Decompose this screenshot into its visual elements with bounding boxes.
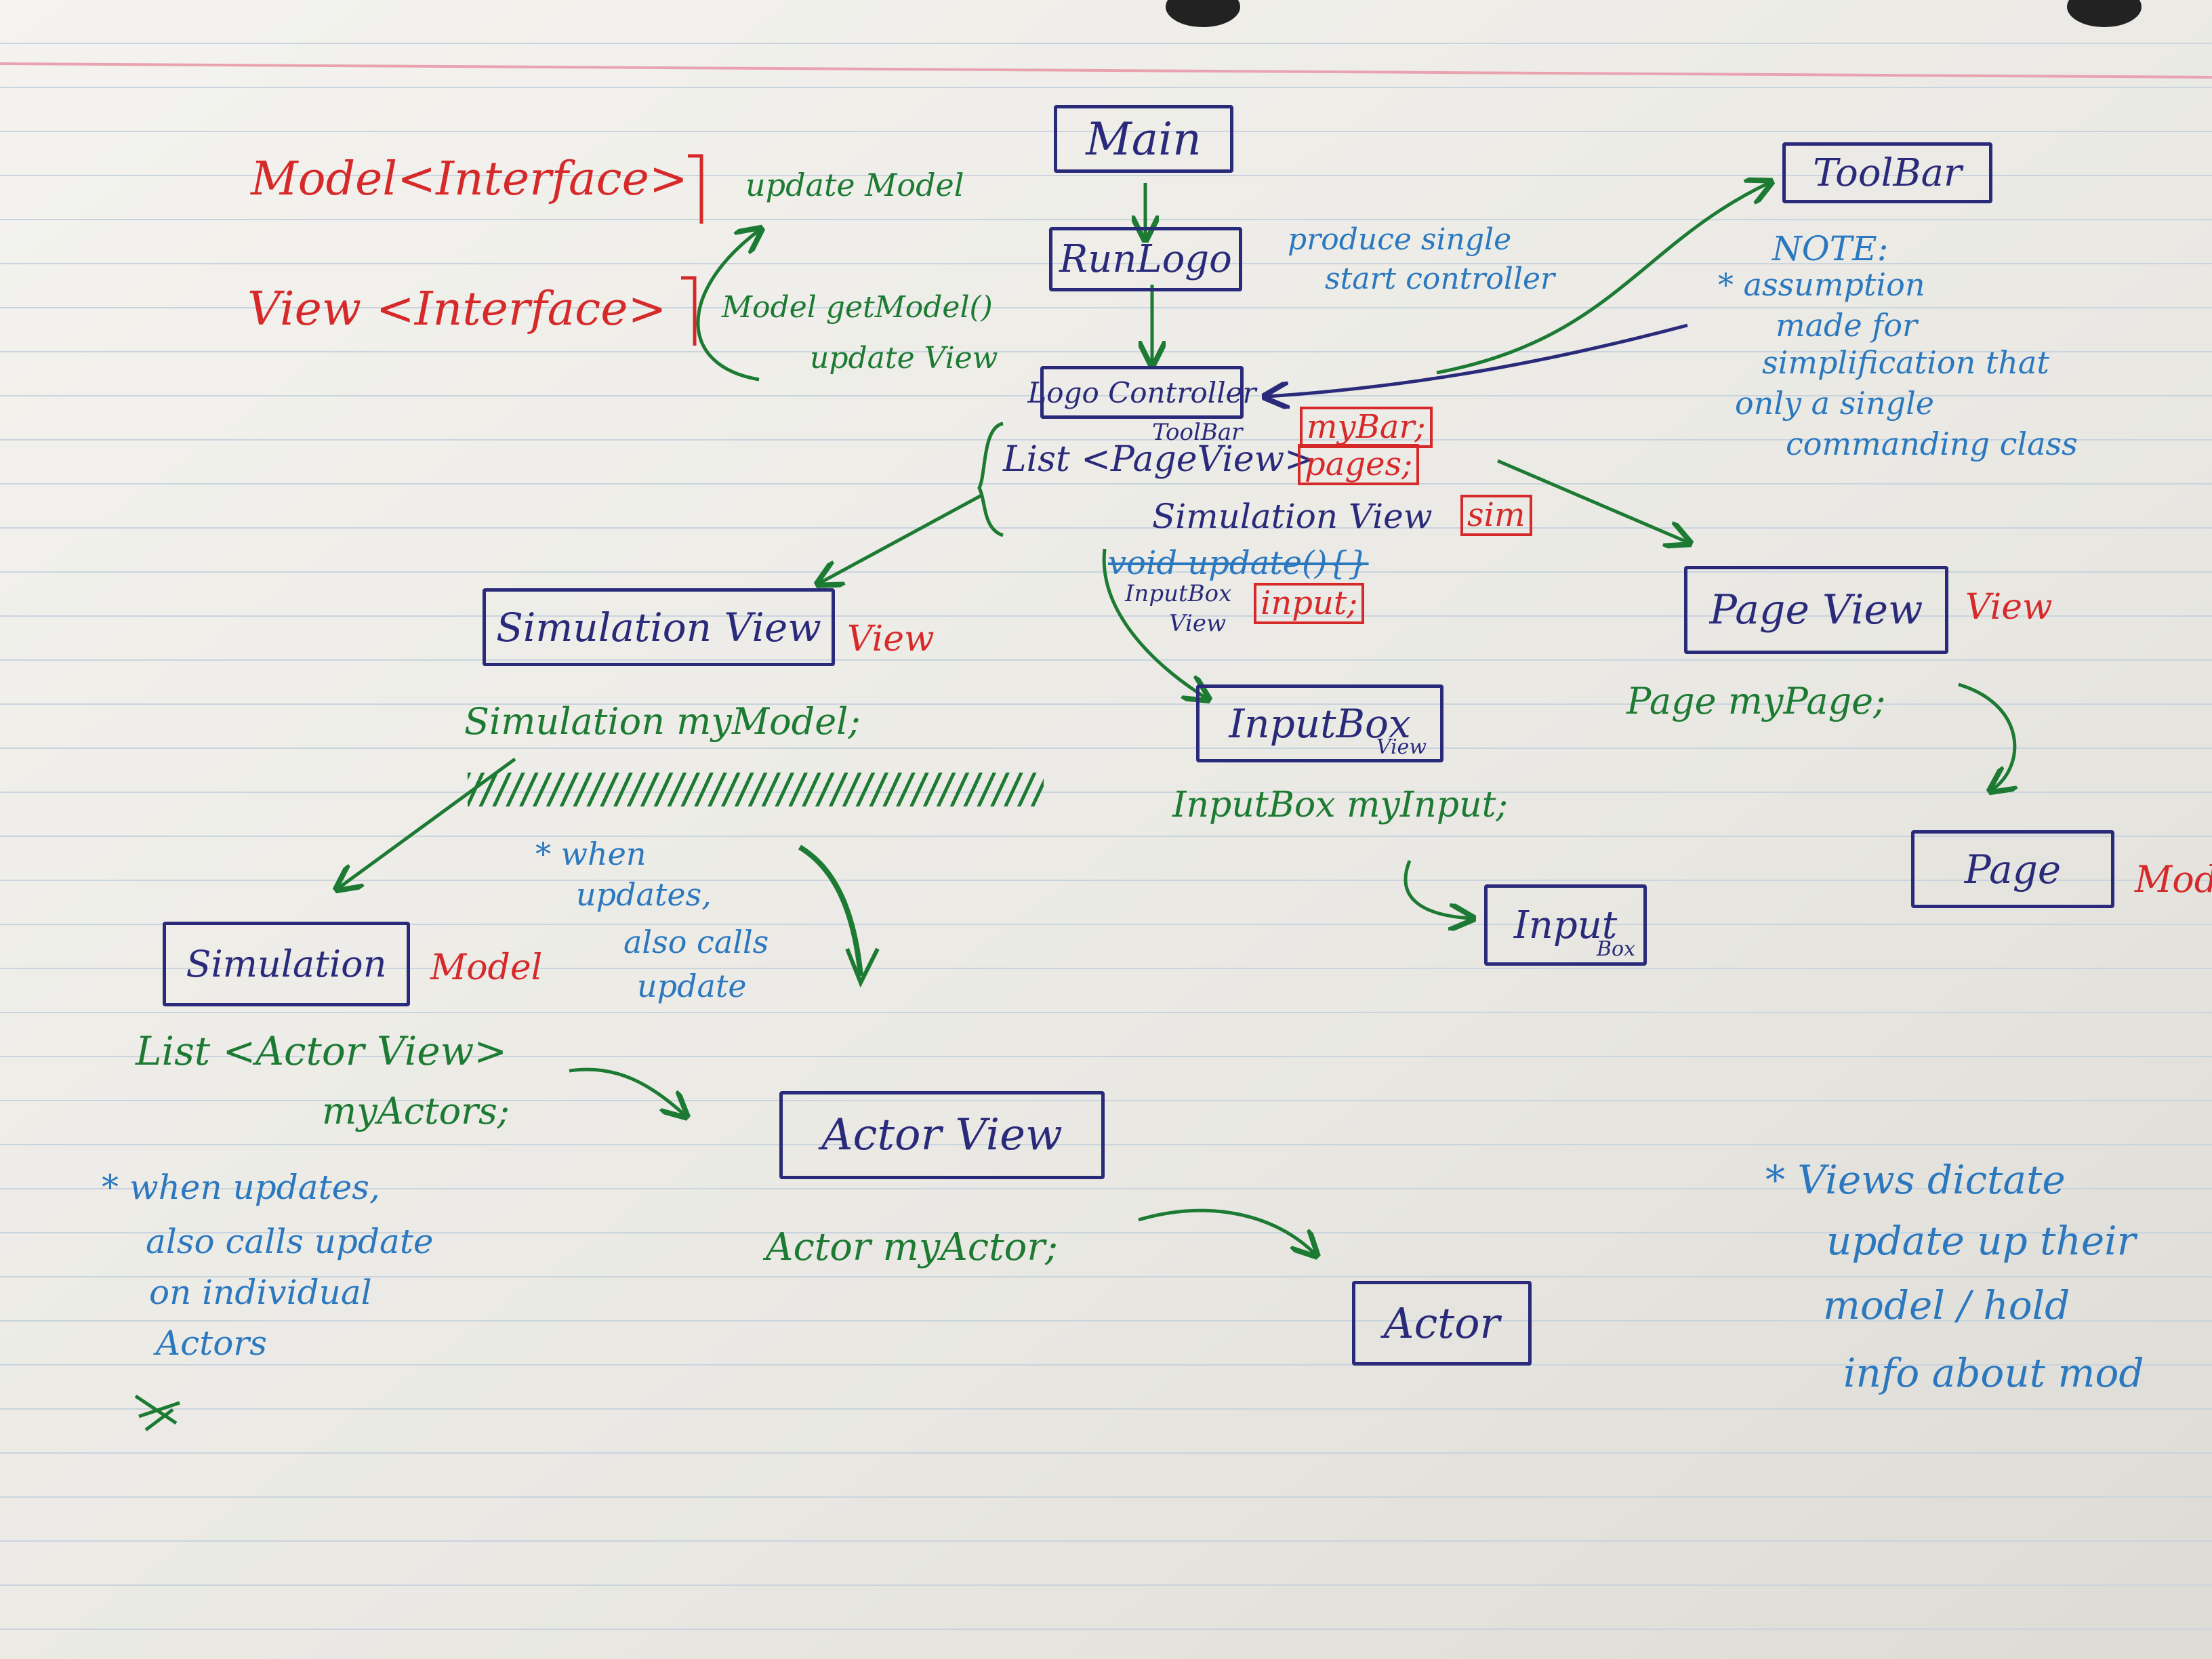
actors-note-1: * when updates, xyxy=(102,1168,380,1207)
actors-note-3: on individual xyxy=(149,1273,372,1312)
simulation-stereotype: Model xyxy=(430,947,543,988)
sim-model-field: Simulation myModel; xyxy=(464,700,861,743)
start-controller-note: start controller xyxy=(1325,262,1555,296)
main-class-label: Main xyxy=(1086,112,1202,165)
get-model-label: Model getModel() xyxy=(722,290,993,325)
note-title: NOTE: xyxy=(1772,229,1889,268)
page-view-class[interactable]: Page View xyxy=(1684,566,1948,654)
inputbox-view-class[interactable]: InputBox View xyxy=(1196,684,1443,762)
model-interface-bracket xyxy=(688,154,703,224)
inputbox-field: InputBox myInput; xyxy=(1172,785,1508,825)
scribbled-out-line xyxy=(468,773,1044,806)
views-note-1: * Views dictate xyxy=(1765,1157,2066,1203)
note-line-5: commanding class xyxy=(1786,426,2078,462)
simulation-class-label: Simulation xyxy=(186,943,387,985)
toolbar-field-type: ToolBar xyxy=(1152,419,1243,446)
view-interface-bracket xyxy=(681,276,697,346)
note-line-3: simplification that xyxy=(1762,344,2049,381)
page-view-stereotype: View xyxy=(1965,587,2053,628)
views-note-4: info about mod xyxy=(1843,1350,2144,1396)
scribble-mark xyxy=(134,1394,180,1431)
page-stereotype: Mod xyxy=(2135,858,2212,901)
page-field: Page myPage; xyxy=(1626,680,1886,722)
scribble-arrow xyxy=(798,844,863,977)
note-line-4: only a single xyxy=(1735,385,1935,422)
main-class[interactable]: Main xyxy=(1054,105,1233,173)
simulation-view-class[interactable]: Simulation View xyxy=(483,588,835,666)
inputbox-class-sublabel: Box xyxy=(1596,937,1635,961)
actors-field-type: List <Actor View> xyxy=(136,1028,507,1074)
simulation-class[interactable]: Simulation xyxy=(163,922,410,1006)
toolbar-class-label: ToolBar xyxy=(1813,150,1962,195)
logo-controller-class[interactable]: Logo Controller xyxy=(1027,366,1256,419)
views-note-2: update up their xyxy=(1826,1218,2136,1264)
simulation-to-actorview-arrow xyxy=(569,1067,684,1115)
update-model-arrow xyxy=(696,230,759,382)
inputbox-view-label: InputBox xyxy=(1229,700,1411,747)
controller-to-inputboxview-arrow xyxy=(1102,548,1206,698)
sim-field-name: sim xyxy=(1460,495,1532,536)
inputbox-class[interactable]: Input Box xyxy=(1484,884,1647,966)
controller-to-pageview-arrow xyxy=(1497,459,1687,542)
inputbox-view-sublabel: View xyxy=(1376,735,1427,759)
logo-controller-label: Logo Controller xyxy=(1027,375,1256,409)
toolbar-class[interactable]: ToolBar xyxy=(1782,142,1992,203)
simulation-view-stereotype: View xyxy=(847,619,935,659)
inputbox-class-label: Input xyxy=(1513,903,1618,947)
input-field-type-2: View xyxy=(1169,610,1227,637)
update-view-label: update View xyxy=(810,341,998,375)
actor-view-label: Actor View xyxy=(821,1110,1063,1160)
sim-note-1: * when xyxy=(535,836,647,872)
controller-to-toolbar-arrow xyxy=(1436,183,1769,375)
input-field-name: input; xyxy=(1254,583,1365,624)
note-line-1: * assumption xyxy=(1718,266,1925,303)
inputboxview-to-inputbox-arrow xyxy=(1404,860,1471,918)
actor-field: Actor myActor; xyxy=(766,1225,1058,1269)
model-interface: Model<Interface> xyxy=(251,152,688,206)
sim-note-4: update xyxy=(637,968,747,1004)
toolbar-to-controller-arrow xyxy=(1267,323,1688,396)
actor-class[interactable]: Actor xyxy=(1352,1281,1532,1366)
pageview-to-page-arrow xyxy=(1958,682,2015,790)
views-note-3: model / hold xyxy=(1823,1282,2070,1328)
void-update-struck: void update(){} xyxy=(1108,544,1369,582)
actors-note-4: Actors xyxy=(156,1324,267,1363)
pages-field-type: List <PageView> xyxy=(1003,439,1314,480)
page-class-label: Page xyxy=(1964,846,2062,893)
input-field-type: InputBox xyxy=(1125,580,1232,607)
sim-field-type: Simulation View xyxy=(1152,497,1433,536)
page-class[interactable]: Page xyxy=(1911,830,2114,908)
actors-note-2: also calls update xyxy=(146,1222,434,1261)
runlogo-class[interactable]: RunLogo xyxy=(1049,227,1242,291)
sim-note-3: also calls xyxy=(623,924,769,960)
sim-note-2: updates, xyxy=(576,876,712,913)
view-interface: View <Interface> xyxy=(247,283,667,336)
actors-field-name: myActors; xyxy=(322,1090,510,1132)
actorview-to-actor-arrow xyxy=(1138,1208,1315,1254)
note-line-2: made for xyxy=(1776,307,1918,344)
update-model-label: update Model xyxy=(745,167,964,203)
controller-to-simview-arrow xyxy=(820,493,984,583)
page-view-label: Page View xyxy=(1709,586,1923,634)
fields-brace xyxy=(977,422,1004,537)
runlogo-class-label: RunLogo xyxy=(1059,237,1232,281)
actor-class-label: Actor xyxy=(1383,1298,1500,1348)
toolbar-field-name: myBar; xyxy=(1300,407,1433,448)
actor-view-class[interactable]: Actor View xyxy=(779,1091,1105,1179)
produce-single-note: produce single xyxy=(1288,222,1512,257)
simulation-view-label: Simulation View xyxy=(496,604,821,651)
pages-field-name: pages; xyxy=(1298,444,1420,485)
